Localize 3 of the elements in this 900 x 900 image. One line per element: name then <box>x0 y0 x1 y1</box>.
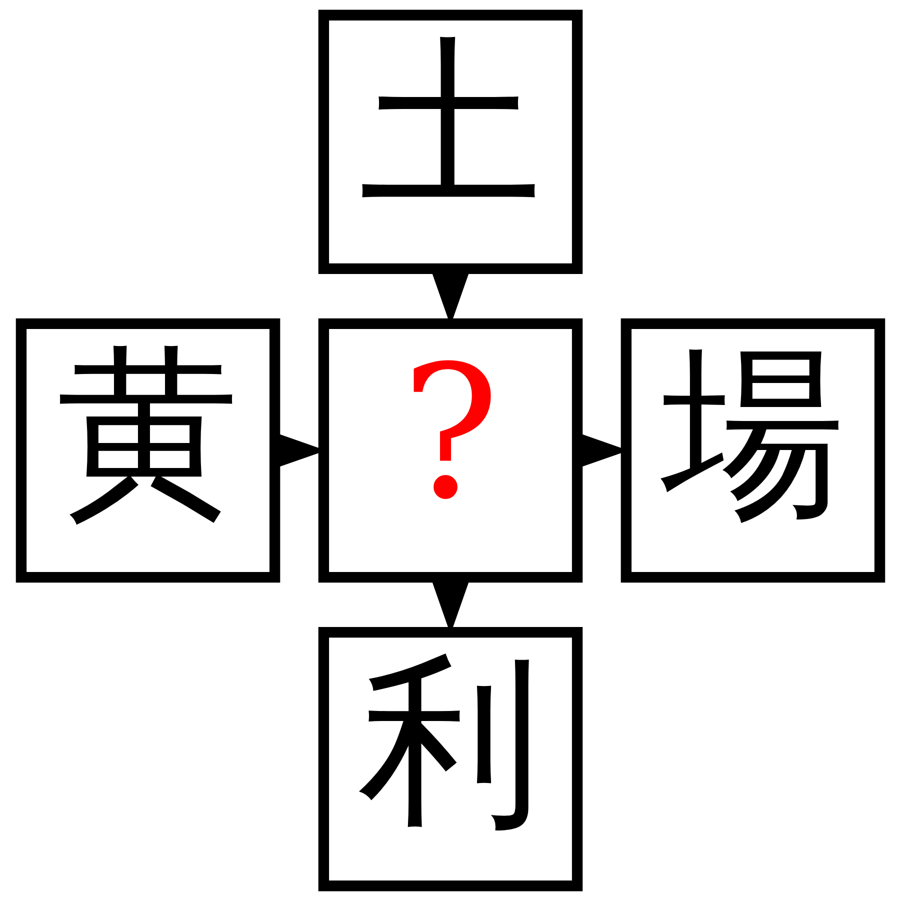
node-box: 黄 <box>15 318 280 582</box>
node-box: 利 <box>318 626 582 891</box>
node-box: 場 <box>620 318 885 582</box>
